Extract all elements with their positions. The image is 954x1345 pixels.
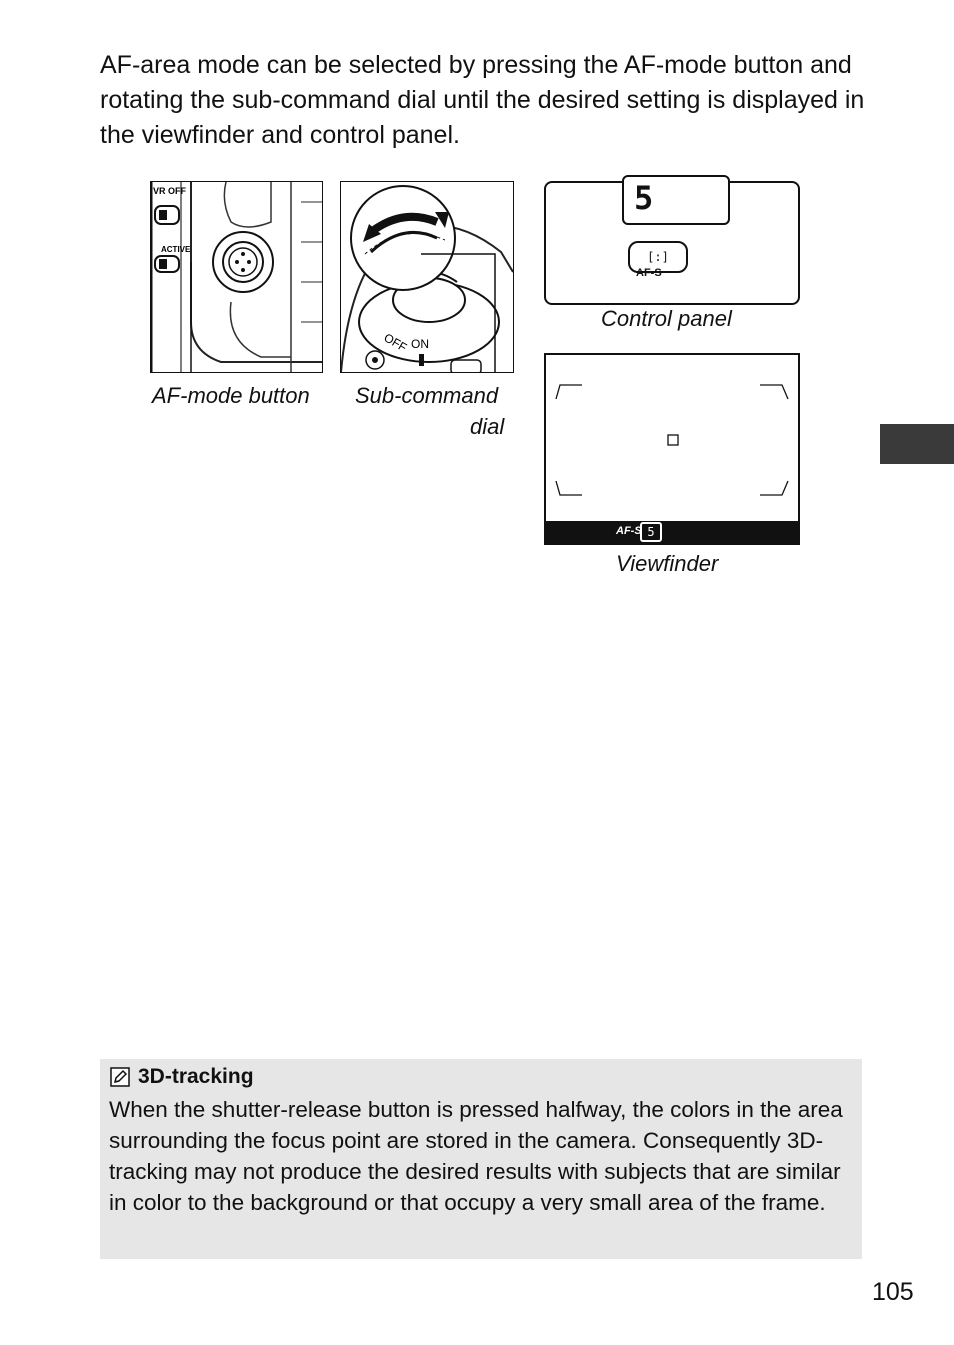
note-box: 3D-tracking When the shutter-release but…: [100, 1059, 862, 1259]
af-area-icon: [:]: [628, 241, 688, 273]
af-mode-button-illustration: VR OFF ACTIVE: [150, 181, 323, 373]
section-tab-marker: [880, 424, 954, 464]
note-title-text: 3D-tracking: [138, 1065, 254, 1088]
caption-viewfinder: Viewfinder: [616, 551, 719, 576]
viewfinder-af-status: AF-S: [616, 525, 642, 537]
pencil-icon: [110, 1067, 130, 1087]
sub-command-dial-illustration: OFF ON: [340, 181, 514, 373]
control-panel-char: 5: [634, 179, 654, 217]
caption-af-mode-button: AF-mode button: [152, 383, 310, 408]
control-panel-status: AF-S: [636, 267, 662, 279]
focus-point: [667, 434, 679, 446]
vr-off-label: VR OFF: [153, 186, 187, 196]
control-panel-char-window: 5: [622, 175, 730, 225]
caption-sub-command: Sub-command: [355, 383, 499, 408]
note-body: When the shutter-release button is press…: [109, 1097, 843, 1215]
note-title: 3D-tracking: [110, 1065, 254, 1089]
camera-top-drawing: OFF ON: [341, 182, 513, 372]
camera-front-drawing: VR OFF ACTIVE: [151, 182, 322, 372]
page-number: 105: [872, 1278, 914, 1306]
caption-control-panel: Control panel: [601, 306, 732, 331]
viewfinder-display: AF-S 5: [544, 353, 800, 545]
viewfinder-frame: [555, 384, 789, 496]
caption-sub-command-dial: dial: [470, 414, 505, 439]
active-label: ACTIVE: [161, 245, 191, 254]
intro-paragraph: AF-area mode can be selected by pressing…: [100, 51, 865, 149]
control-panel-display: 5 [:] AF-S: [544, 175, 800, 305]
viewfinder-status-bar: AF-S 5: [546, 521, 798, 543]
viewfinder-mode-box: 5: [640, 522, 662, 542]
on-label: ON: [411, 337, 429, 351]
